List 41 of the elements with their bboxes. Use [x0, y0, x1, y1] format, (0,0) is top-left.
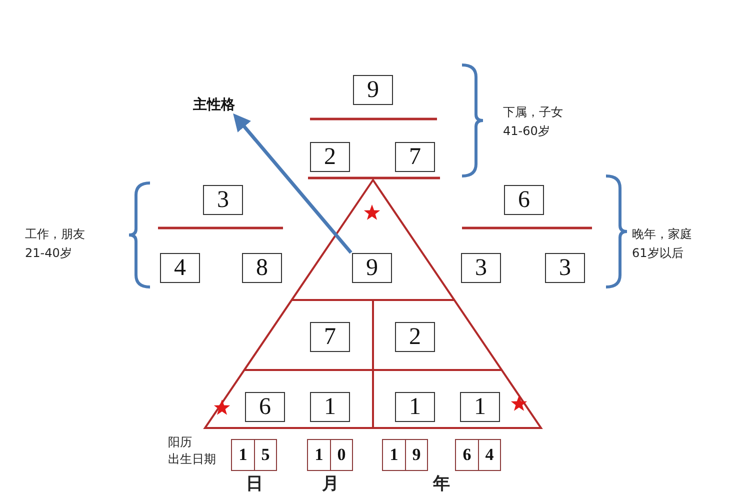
age-label: 61岁以后	[632, 245, 684, 262]
number-box: 9	[353, 75, 393, 105]
number-box: 8	[242, 253, 282, 283]
digit-cell-text: 1	[388, 444, 400, 466]
number-box: 2	[395, 322, 435, 352]
arrow	[233, 113, 352, 254]
digit-cell: 5	[254, 440, 276, 470]
age-label: 工作，朋友	[25, 226, 85, 243]
number-box: 6	[504, 185, 544, 215]
number-box: 7	[395, 142, 435, 172]
unit-label: 年	[433, 474, 450, 494]
heading-text: 主性格	[184, 95, 244, 115]
number-box: 4	[160, 253, 200, 283]
date-label: 出生日期	[168, 451, 216, 468]
digit-cell: 0	[330, 440, 352, 470]
digit-cell-text: 1	[314, 444, 324, 466]
digit-cell: 4	[478, 440, 500, 470]
number-box: 3	[203, 185, 243, 215]
digit-cell: 9	[405, 440, 427, 470]
number-box: 3	[545, 253, 585, 283]
number-box: 1	[395, 392, 435, 422]
date-box	[231, 439, 277, 471]
age-label: 晚年，家庭	[632, 226, 692, 243]
date-box	[455, 439, 501, 471]
number-box: 1	[460, 392, 500, 422]
date-box	[382, 439, 428, 471]
date-box	[307, 439, 353, 471]
age-label: 41-60岁	[503, 123, 550, 140]
age-label: 下属，子女	[503, 104, 563, 121]
number-box: 3	[461, 253, 501, 283]
date-label: 阳历	[168, 434, 192, 451]
number-box: 1	[310, 392, 350, 422]
number-box: 7	[310, 322, 350, 352]
digit-cell-text: 6	[462, 444, 472, 466]
unit-label: 月	[322, 474, 339, 494]
age-label: 21-40岁	[25, 245, 72, 262]
unit-label: 日	[246, 474, 263, 494]
number-box: 2	[310, 142, 350, 172]
number-box: 9	[352, 253, 392, 283]
digit-cell-text: 1	[238, 444, 248, 466]
number-box: 6	[245, 392, 285, 422]
